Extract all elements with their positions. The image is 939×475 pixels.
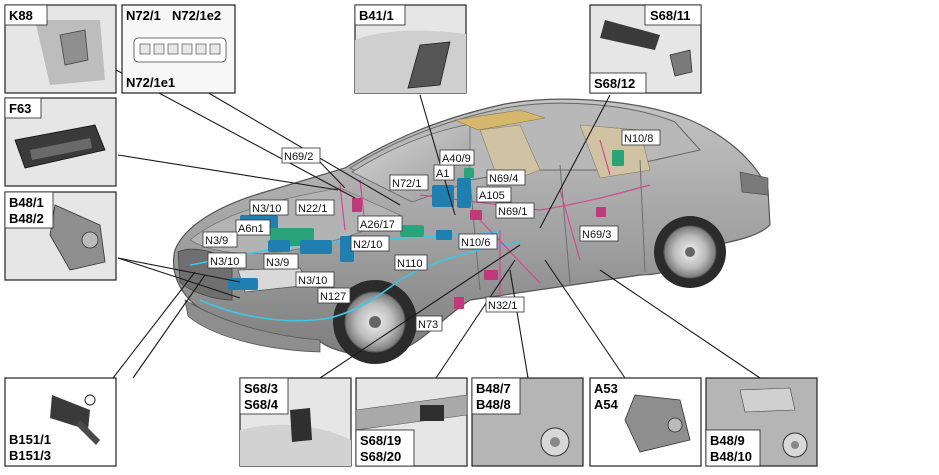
inset-a53: A53 A54 <box>589 377 702 467</box>
inset-label-s68-3: S68/3 <box>244 381 278 396</box>
module-n73 <box>454 297 464 309</box>
callout-a6n1: A6n1 <box>238 223 264 235</box>
inset-label-k88: K88 <box>9 8 33 23</box>
inset-b41-1: B41/1 <box>354 4 467 94</box>
inset-k88: K88 <box>4 4 117 94</box>
windshield <box>351 123 471 203</box>
inset-label-s68-11: S68/11 <box>650 8 691 23</box>
module-n69-4 <box>464 168 474 178</box>
inset-label-b48-7: B48/7 <box>476 381 511 396</box>
inset-label-b48-9: B48/9 <box>710 433 745 448</box>
leader-lines <box>87 54 761 379</box>
front-hub <box>369 316 381 328</box>
sunroof <box>453 109 546 131</box>
inset-label-s68-4: S68/4 <box>244 397 279 412</box>
module-n3-10-lower <box>228 278 258 290</box>
inset-label-n72-1e2: N72/1e2 <box>172 8 221 23</box>
callout-n3-10-lower: N3/10 <box>210 256 239 268</box>
module-n3-9b <box>300 240 332 254</box>
callout-labels: N69/2 N72/1 A1 A40/9 N69/4 A105 N69/1 N1… <box>202 129 661 332</box>
inset-label-b48-8: B48/8 <box>476 397 511 412</box>
inset-label-b151-3: B151/3 <box>9 448 51 463</box>
inset-label-a54: A54 <box>594 397 619 412</box>
inset-label-b48-10: B48/10 <box>710 449 752 464</box>
callout-a105: A105 <box>479 190 505 202</box>
callout-n69-3: N69/3 <box>582 229 611 241</box>
callout-n3-10-bottom: N3/10 <box>298 275 327 287</box>
front-bumper <box>184 299 321 353</box>
module-n3-9 <box>268 240 290 252</box>
callout-n73: N73 <box>418 319 438 331</box>
inset-label-b41-1: B41/1 <box>359 8 394 23</box>
inset-b48-7: B48/7 B48/8 <box>471 377 584 467</box>
rear-hub <box>685 247 695 257</box>
module-n127 <box>340 236 354 262</box>
inset-label-n72-1: N72/1 <box>126 8 161 23</box>
callout-a1: A1 <box>436 168 449 180</box>
inset-label-f63: F63 <box>9 101 31 116</box>
inset-label-s68-19: S68/19 <box>360 433 401 448</box>
inset-label-s68-12: S68/12 <box>594 76 635 91</box>
inset-b48-9: B48/9 B48/10 <box>705 377 818 467</box>
callout-n3-9-right: N3/9 <box>266 257 289 269</box>
module-n69-3 <box>596 207 606 217</box>
wiring-cyan-lower <box>199 241 521 322</box>
inset-label-b151-1: B151/1 <box>9 432 51 447</box>
module-n10-8 <box>612 150 624 166</box>
callout-n72-1: N72/1 <box>392 178 421 190</box>
inset-label-n72-1e1: N72/1e1 <box>126 75 175 90</box>
callout-n3-10-upper: N3/10 <box>252 203 281 215</box>
inset-f63: F63 <box>4 97 117 187</box>
module-a26-17 <box>400 225 424 237</box>
module-n10-6 <box>436 230 452 240</box>
callout-n10-6: N10/6 <box>461 237 490 249</box>
inset-b151: B151/1 B151/3 <box>4 377 117 467</box>
callout-n69-4: N69/4 <box>489 173 518 185</box>
inset-label-b48-1: B48/1 <box>9 195 44 210</box>
callout-n110: N110 <box>397 258 422 270</box>
inset-s68-11: S68/11 S68/12 <box>589 4 702 94</box>
callout-n10-8: N10/8 <box>624 133 653 145</box>
callout-n69-2: N69/2 <box>284 151 313 163</box>
inset-s68-3: S68/3 S68/4 <box>239 377 352 467</box>
callout-n22-1: N22/1 <box>298 203 327 215</box>
inset-b48-1: B48/1 B48/2 <box>4 191 117 281</box>
inset-label-s68-20: S68/20 <box>360 449 401 464</box>
module-a1 <box>457 178 471 208</box>
inset-label-b48-2: B48/2 <box>9 211 44 226</box>
inset-s68-19: S68/19 S68/20 <box>355 377 468 467</box>
callout-n3-9-left: N3/9 <box>205 235 228 247</box>
callout-n127: N127 <box>320 291 346 303</box>
inset-n72-1: N72/1 N72/1e2 N72/1e1 <box>121 4 236 94</box>
module-n72-1 <box>432 185 454 207</box>
inset-label-a53: A53 <box>594 381 618 396</box>
module-n69-1 <box>470 210 482 220</box>
tail-light <box>739 171 769 196</box>
module-n22-1 <box>352 198 362 212</box>
callout-n69-1: N69/1 <box>498 206 527 218</box>
callout-n2-10: N2/10 <box>353 239 382 251</box>
callout-n32-1: N32/1 <box>488 300 517 312</box>
module-n32-1 <box>484 270 498 280</box>
callout-a40-9: A40/9 <box>442 153 471 165</box>
callout-a26-17: A26/17 <box>360 219 395 231</box>
